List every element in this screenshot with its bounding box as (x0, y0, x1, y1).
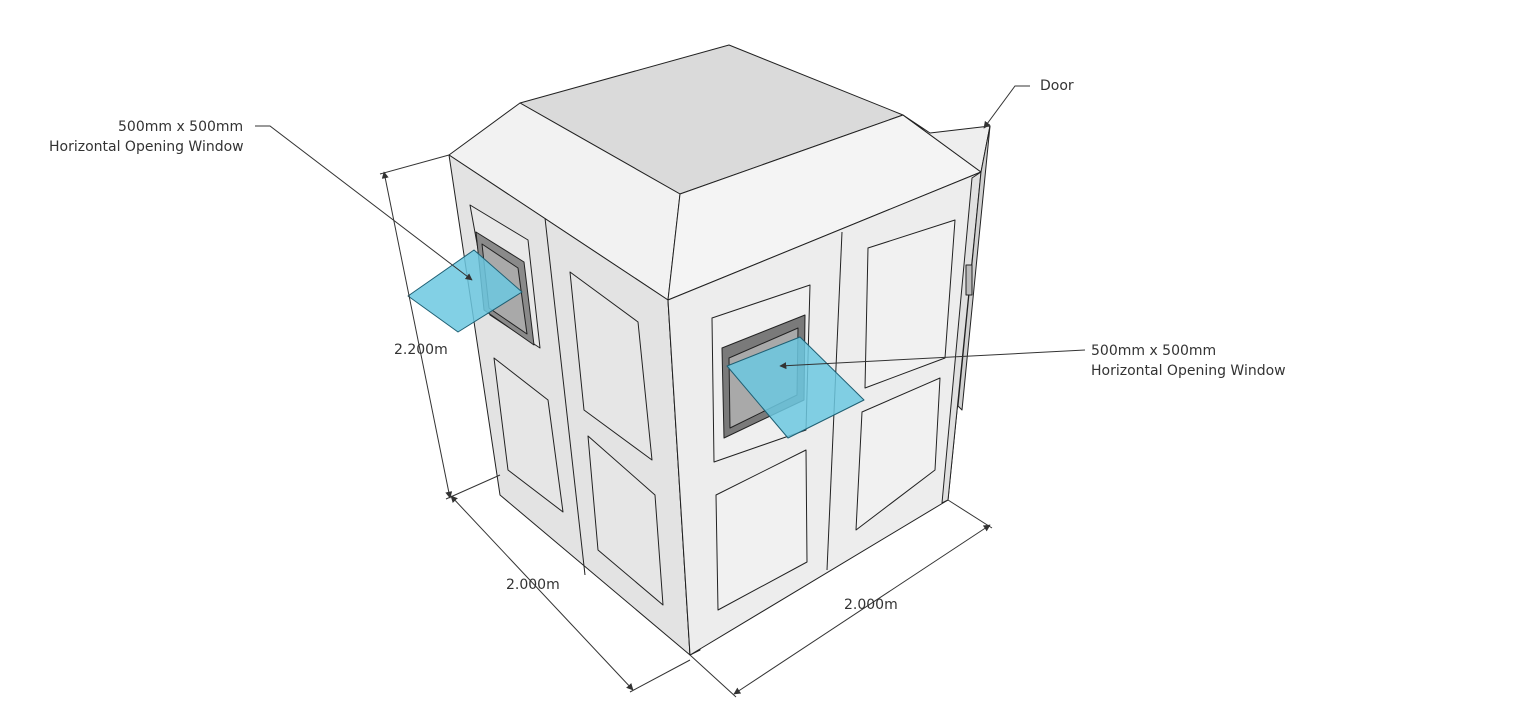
right-panel-lower-2 (855, 377, 941, 531)
dim-depth-ext (629, 659, 691, 693)
cabin-body (407, 44, 991, 656)
leader-right-window (779, 349, 1086, 370)
annotation-right-window-type: Horizontal Opening Window (1091, 363, 1286, 379)
annotation-right-window-size: 500mm x 500mm (1091, 343, 1217, 359)
right-panel-upper-2 (864, 219, 956, 389)
left-panel-upper-2 (569, 271, 653, 461)
door-handle (965, 264, 973, 296)
dimension-height-label: 2.200m (394, 342, 448, 358)
dim-width-line (733, 524, 991, 695)
annotation-door: Door (1040, 78, 1074, 94)
right-window-sash (726, 336, 865, 439)
dimension-width-label: 2.000m (844, 597, 898, 613)
dim-height-line (381, 171, 453, 499)
dim-width-ext-right (947, 499, 993, 529)
dim-height-ext-top (379, 154, 450, 175)
dimension-depth-label: 2.000m (506, 577, 560, 593)
leader-left-window (255, 125, 473, 281)
annotation-left-window-size: 500mm x 500mm (118, 119, 244, 135)
dimension-lines (379, 154, 993, 698)
door-panel-edge (957, 125, 991, 411)
dim-depth-line (450, 495, 634, 691)
dim-width-ext-left (689, 654, 737, 698)
dim-height-ext-bottom (445, 474, 501, 500)
leader-door (983, 85, 1030, 129)
annotation-left-window-type: Horizontal Opening Window (49, 139, 244, 155)
